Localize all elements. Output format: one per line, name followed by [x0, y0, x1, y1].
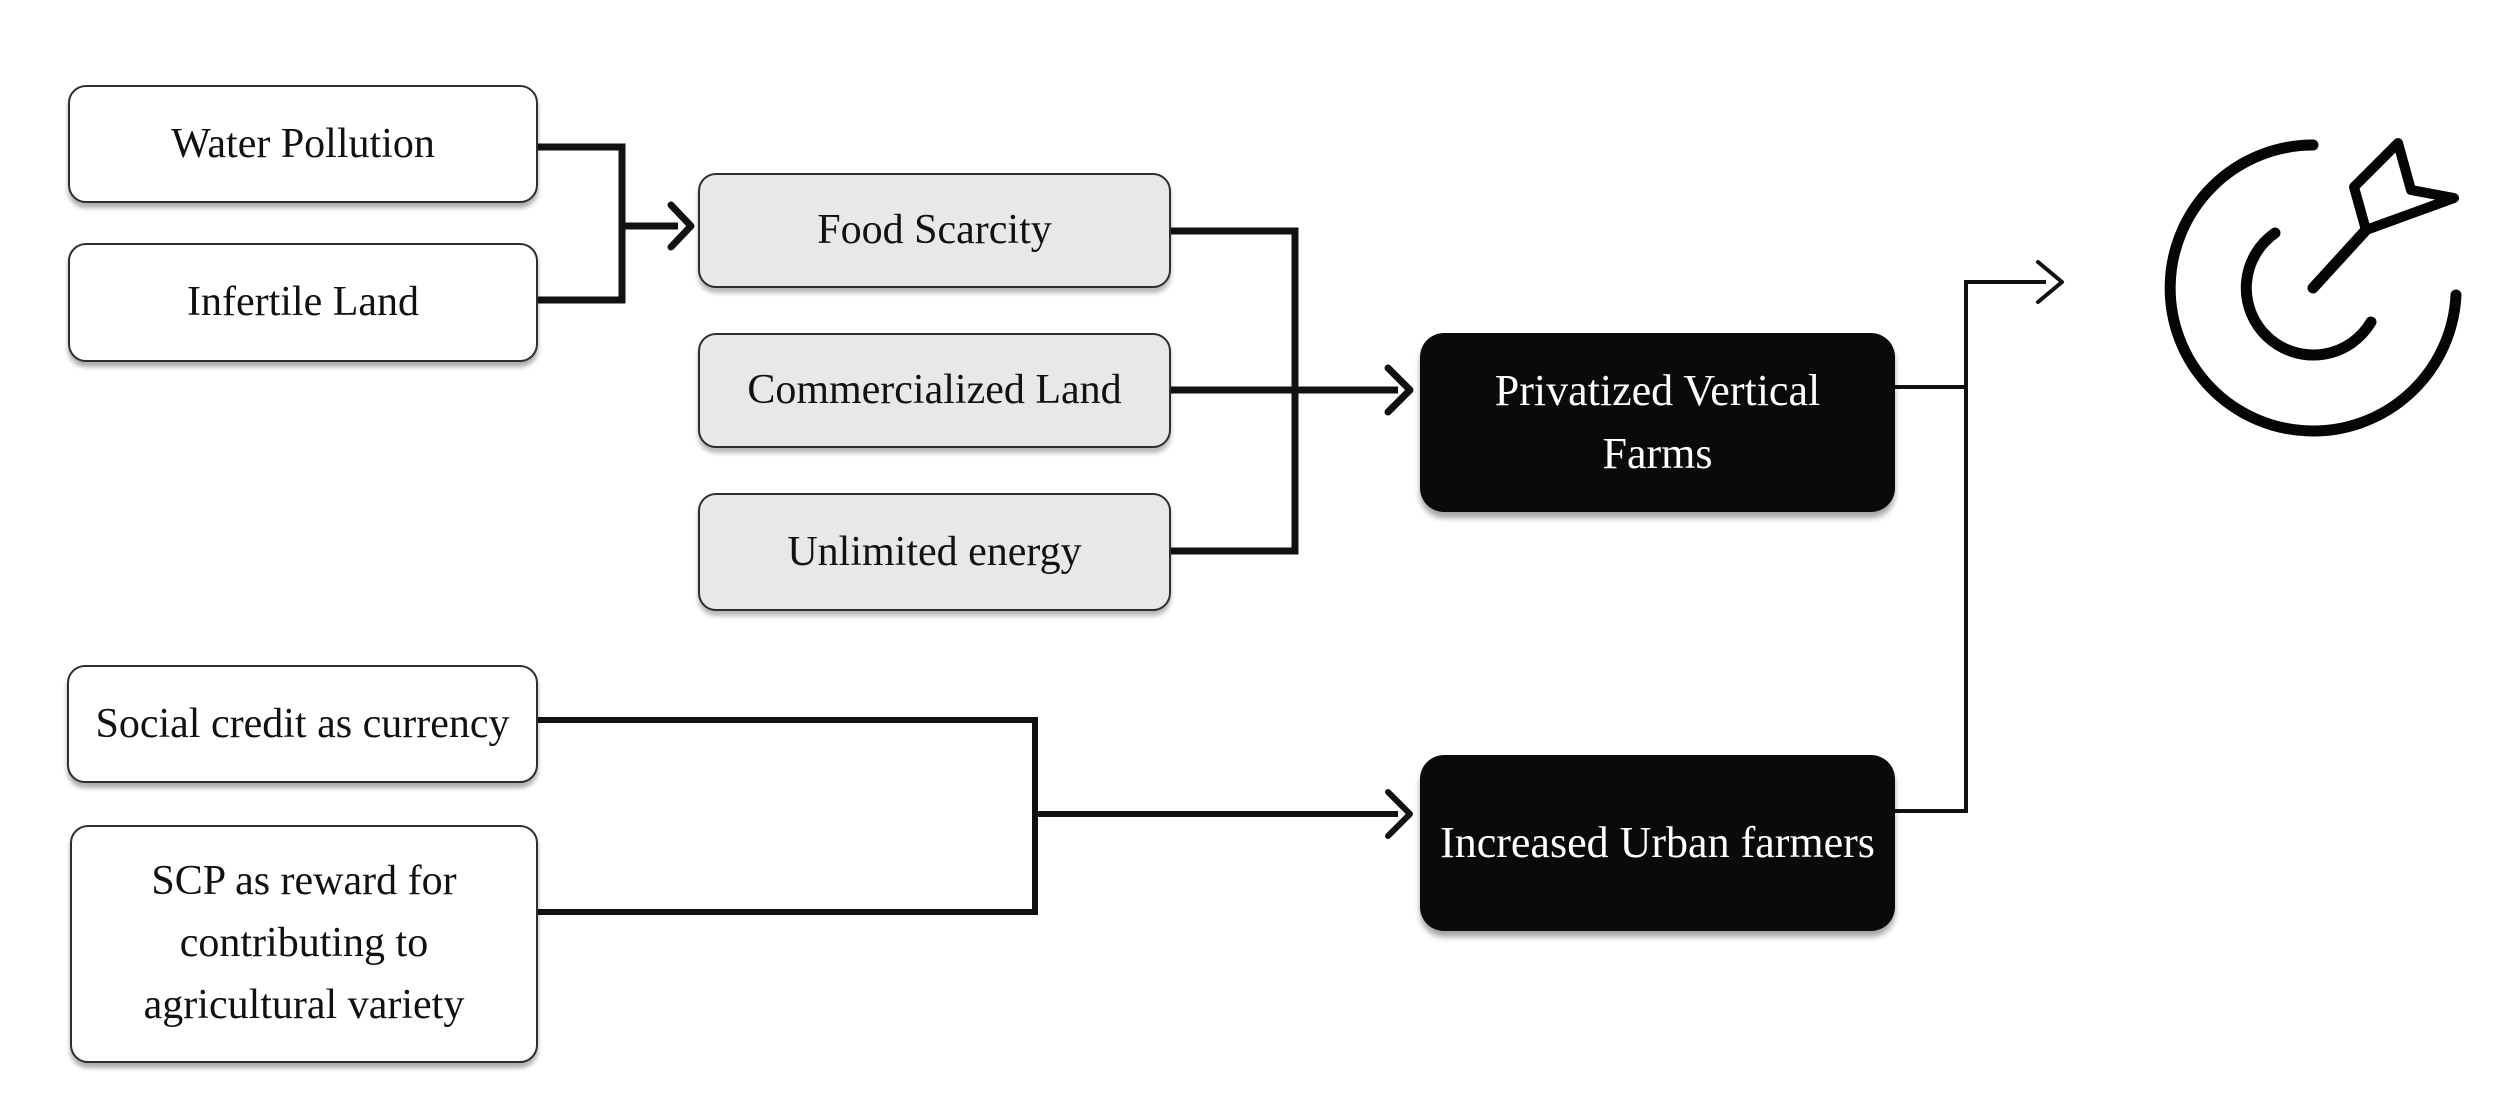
edge-gray-to-privatized-farms	[1171, 227, 1414, 555]
edge-outcomes-to-goal	[1895, 260, 2064, 813]
node-food-scarcity: Food Scarcity	[698, 173, 1171, 288]
arrowhead-icon	[2036, 260, 2064, 304]
node-label: Social credit as currency	[95, 700, 510, 747]
arrowhead-icon	[1384, 364, 1414, 416]
node-scp-as-reward: SCP as reward for contributing to agricu…	[70, 825, 538, 1063]
node-label: Increased Urban farmers	[1440, 817, 1875, 867]
node-commercialized-land: Commercialized Land	[698, 333, 1171, 448]
node-label: Infertile Land	[186, 279, 420, 326]
node-label: Food Scarcity	[817, 207, 1052, 254]
node-label: Privatized Vertical Farms	[1494, 366, 1821, 478]
target-dart-icon	[2164, 138, 2462, 437]
edge-social-to-urban-farmers	[538, 717, 1413, 915]
node-privatized-vertical-farms: Privatized Vertical Farms	[1420, 333, 1895, 512]
target-outer-ring	[2164, 139, 2462, 437]
arrowhead-icon	[667, 201, 695, 251]
edge-causes-to-food-scarcity	[538, 143, 695, 304]
dart-shaft	[2307, 224, 2372, 294]
node-label: Commercialized Land	[747, 367, 1122, 414]
target-inner-ring	[2240, 227, 2377, 361]
node-social-credit-as-currency: Social credit as currency	[67, 665, 538, 783]
node-infertile-land: Infertile Land	[68, 243, 538, 362]
dart-fletching	[2349, 138, 2459, 235]
node-water-pollution: Water Pollution	[68, 85, 538, 203]
node-unlimited-energy: Unlimited energy	[698, 493, 1171, 611]
node-label: SCP as reward for contributing to agricu…	[143, 858, 465, 1028]
node-increased-urban-farmers: Increased Urban farmers	[1420, 755, 1895, 931]
node-label: Unlimited energy	[787, 528, 1082, 575]
node-label: Water Pollution	[171, 120, 435, 167]
arrowhead-icon	[1385, 789, 1413, 839]
